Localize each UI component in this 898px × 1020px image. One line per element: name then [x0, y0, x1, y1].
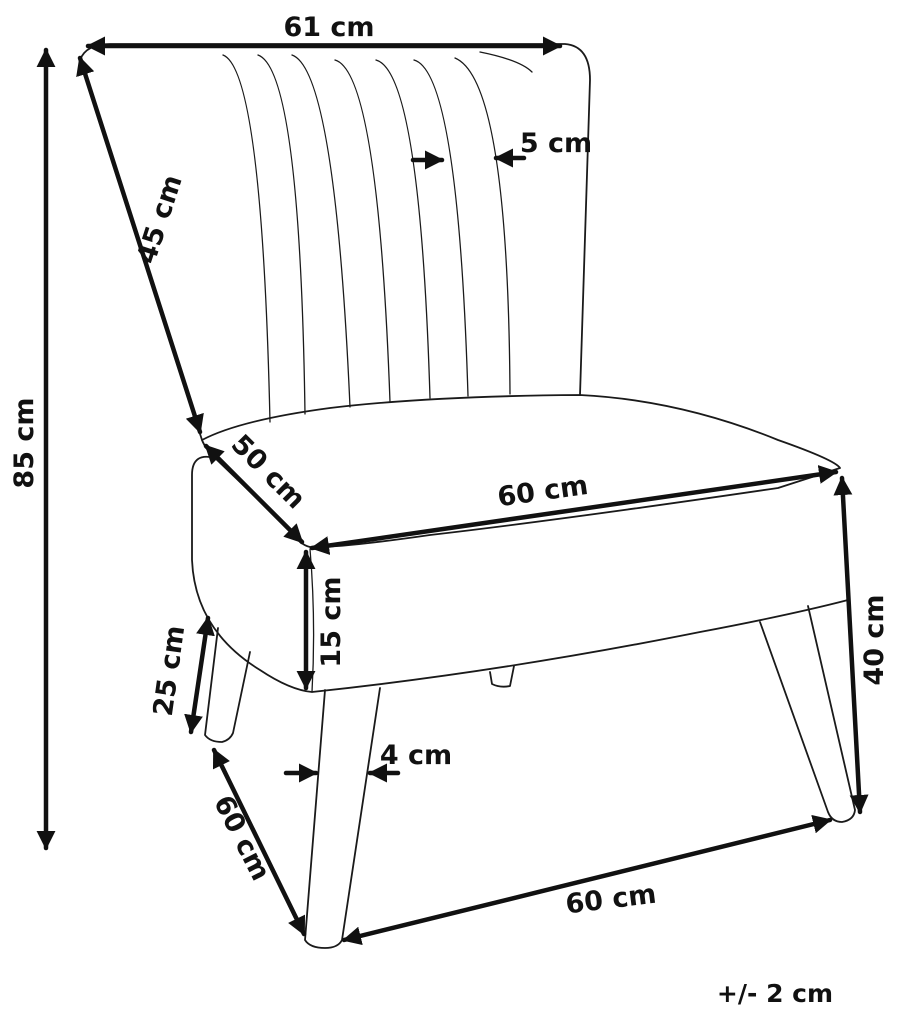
seat-front-outline — [191, 455, 849, 693]
label-rib-spacing: 5 cm — [520, 128, 592, 159]
label-leg-width: 4 cm — [380, 740, 452, 771]
label-seat-height: 40 cm — [859, 594, 890, 685]
dim-line-base-depth — [211, 747, 307, 937]
dim-line-backrest-height — [76, 55, 204, 435]
label-backrest-height: 45 cm — [131, 171, 189, 267]
dimension-lines — [36, 36, 869, 946]
dim-line-base-width — [341, 814, 833, 946]
seat-top-outline — [201, 394, 841, 548]
front-right-leg — [759, 605, 856, 823]
back-left-leg — [204, 627, 251, 743]
dim-line-seat-depth — [203, 443, 305, 545]
label-seat-width: 60 cm — [496, 470, 591, 513]
seat-lower-seam — [309, 548, 315, 693]
label-back-width: 61 cm — [283, 12, 374, 43]
label-seat-depth: 50 cm — [225, 429, 311, 515]
back-right-leg — [489, 665, 515, 688]
label-base-width: 60 cm — [564, 879, 658, 921]
label-base-depth: 60 cm — [207, 791, 276, 886]
label-total-height: 85 cm — [9, 397, 40, 488]
label-leg-height: 25 cm — [148, 624, 191, 719]
dim-line-seat-height — [833, 475, 869, 815]
dimension-labels: 61 cm 45 cm 5 cm 85 cm 50 cm 60 cm 15 cm… — [9, 12, 890, 1008]
front-left-leg — [304, 687, 381, 949]
dim-line-seat-width — [309, 465, 839, 555]
backrest-ribs — [222, 51, 533, 423]
tolerance-note: +/- 2 cm — [717, 979, 833, 1008]
dim-line-leg-height — [184, 615, 215, 735]
chair-outline — [79, 43, 856, 949]
label-seat-thickness: 15 cm — [316, 576, 347, 667]
